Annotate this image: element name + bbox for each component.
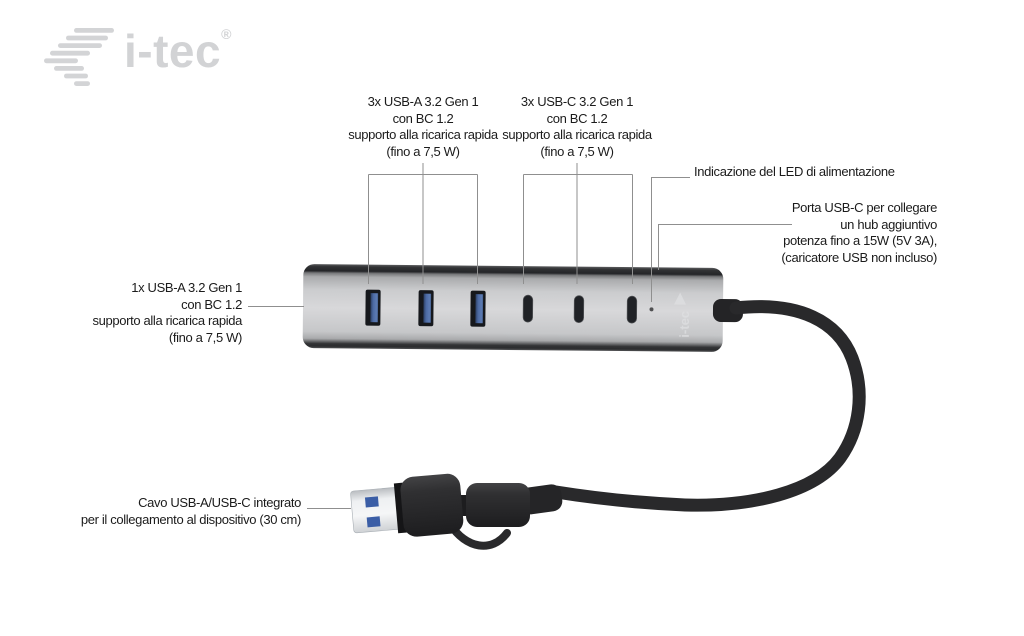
usb-a-contact (366, 516, 381, 528)
annotation-line: (fino a 7,5 W) (540, 143, 614, 159)
annotation-usb-a-single: 1x USB-A 3.2 Gen 1 con BC 1.2 supporto a… (92, 280, 242, 346)
annotation-line: potenza fino a 15W (5V 3A), (783, 233, 937, 248)
usb-hub: i-tec (302, 264, 744, 352)
hub-body (302, 264, 724, 352)
brand-name: i-tec (124, 25, 222, 77)
annotation-line: con BC 1.2 (181, 296, 242, 312)
annotation-line: per il collegamento al dispositivo (30 c… (80, 511, 301, 527)
annotation-line: (caricatore USB non incluso) (781, 249, 937, 265)
usb-a-port (365, 289, 381, 326)
annotation-line: supporto alla ricarica rapida (502, 127, 652, 142)
brand-registered-mark: ® (221, 26, 232, 42)
annotation-line: 1x USB-A 3.2 Gen 1 (131, 280, 242, 295)
usb-cable (549, 300, 866, 512)
annotation-line: 3x USB-C 3.2 Gen 1 (520, 94, 634, 109)
callout-charge-port-line (658, 224, 792, 270)
usb-a-port (470, 290, 486, 327)
brand-wing-icon (44, 28, 114, 86)
usb-a-contact (364, 496, 379, 508)
annotation-usb-a-group: 3x USB-A 3.2 Gen 1 con BC 1.2 supporto a… (348, 94, 498, 160)
callout-led-line (651, 177, 690, 302)
brand-logo: i-tec® (44, 22, 274, 92)
annotation-line: Porta USB-C per collegare (791, 200, 938, 215)
annotation-line: con BC 1.2 (546, 110, 608, 126)
annotation-line: Cavo USB-A/USB-C integrato (138, 495, 301, 510)
annotation-line: un hub aggiuntivo (840, 216, 937, 232)
hub-engraved-logo: i-tec (674, 292, 692, 338)
annotation-line: (fino a 7,5 W) (386, 143, 460, 159)
annotation-line: 3x USB-A 3.2 Gen 1 (367, 94, 479, 109)
annotation-led: Indicazione del LED di alimentazione (694, 164, 895, 181)
brand-logo-text: i-tec® (124, 24, 231, 78)
annotation-line: con BC 1.2 (392, 110, 454, 126)
usb-c-adapter-neck (519, 484, 563, 515)
usb-c-port (626, 295, 638, 324)
power-led (649, 307, 654, 312)
usb-c-port (522, 294, 534, 323)
hub-engraved-logo-text: i-tec (677, 311, 692, 338)
annotation-line: supporto alla ricarica rapida (92, 313, 242, 328)
annotation-line: (fino a 7,5 W) (168, 329, 242, 345)
annotation-usb-c-charge-port: Porta USB-C per collegare un hub aggiunt… (781, 200, 937, 266)
usb-a-port (418, 290, 434, 327)
usb-c-port (573, 295, 585, 323)
annotation-cable: Cavo USB-A/USB-C integrato per il colleg… (81, 495, 301, 528)
usb-a-connector (350, 473, 464, 537)
annotation-usb-c-group: 3x USB-C 3.2 Gen 1 con BC 1.2 supporto a… (502, 94, 652, 160)
callout-usb-c-group-line (523, 163, 633, 284)
callout-usb-a-group-line (368, 163, 478, 284)
usb-a-connector-body (400, 473, 464, 537)
annotation-line: supporto alla ricarica rapida (348, 127, 498, 142)
annotation-line: Indicazione del LED di alimentazione (694, 164, 895, 179)
hub-engraved-wing-icon (674, 292, 687, 305)
